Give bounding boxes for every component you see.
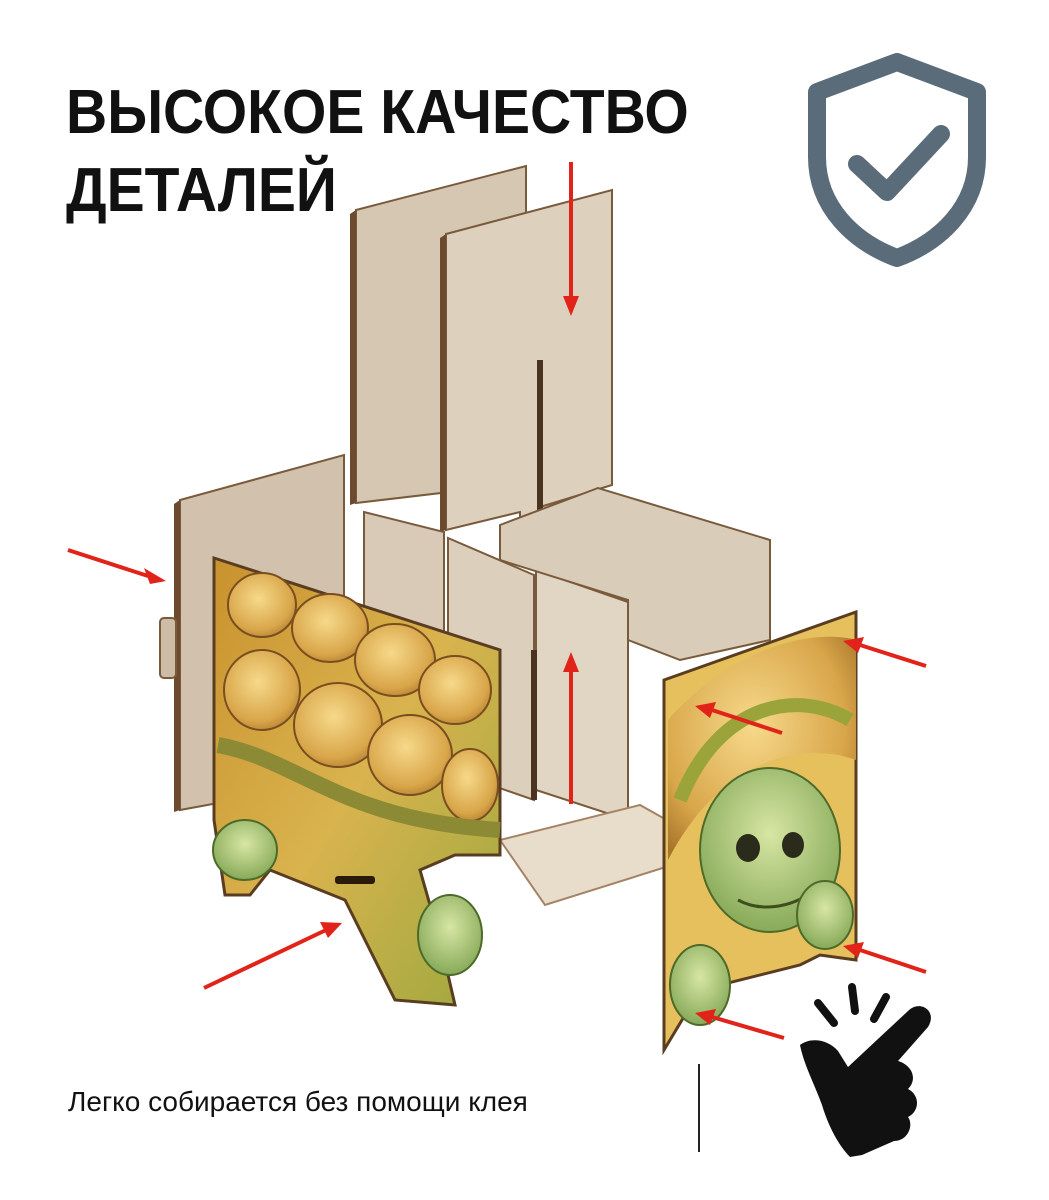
turtle-shell-panel (212, 555, 502, 1007)
caption: Легко собирается без помощи клея (68, 1086, 528, 1117)
turtle-face-panel (662, 609, 858, 1056)
arrow-right-bottom (843, 942, 927, 974)
headline: ВЫСОКОЕ КАЧЕСТВО ДЕТАЛЕЙ (66, 74, 689, 230)
pointing-hand-icon (800, 983, 931, 1157)
arrow-face-inner (695, 702, 783, 735)
headline-line-1: ВЫСОКОЕ КАЧЕСТВО (66, 78, 689, 147)
board-back-right (440, 188, 613, 532)
arrow-right-top (843, 637, 927, 668)
assembly-arrows (67, 162, 927, 1040)
headline-line-2: ДЕТАЛЕЙ (66, 156, 337, 225)
board-right-back (499, 486, 771, 662)
arrow-up-middle (563, 652, 579, 804)
arrow-down-top (563, 162, 579, 316)
shield-check-icon (808, 53, 986, 267)
arrow-front-bottom (203, 922, 342, 990)
arrow-foot-bottom (695, 1009, 785, 1040)
arrow-left-side (67, 548, 166, 584)
divider (698, 1064, 700, 1152)
